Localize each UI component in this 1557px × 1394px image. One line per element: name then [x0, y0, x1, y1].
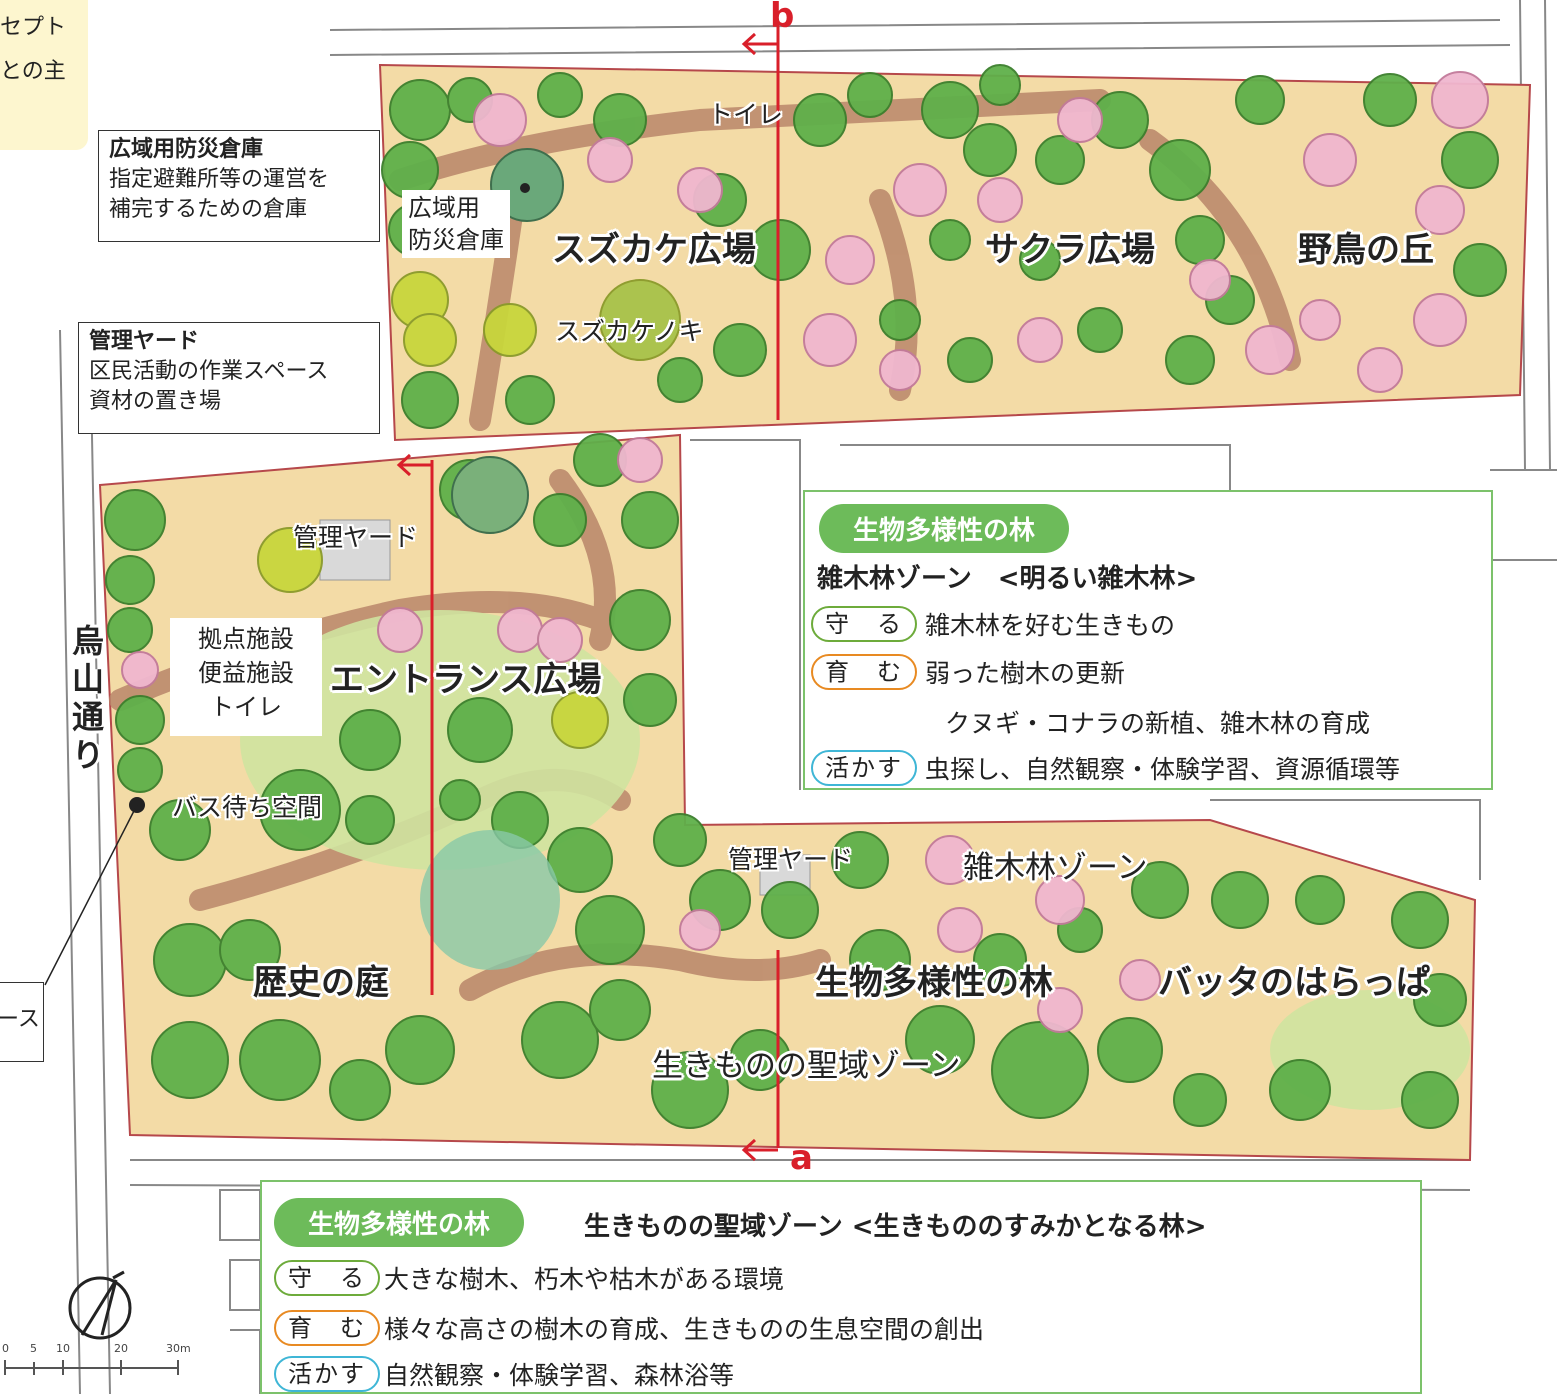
bosai-callout: 広域用防災倉庫 指定避難所等の運営を 補完するための倉庫 [98, 130, 380, 242]
kyoten-label-2: 便益施設 [198, 659, 294, 687]
bosai-callout-line-1: 指定避難所等の運営を [109, 167, 330, 192]
seiiki-zone-label: 生きものの聖域ゾーン [652, 1048, 961, 1084]
kyoten-facility-label: 拠点施設 便益施設 トイレ [170, 618, 322, 736]
concept-note-fragment: セプト との主 [0, 0, 88, 150]
upper-panel-subtitle: 雑木林ゾーン <明るい雑木林> [817, 564, 1198, 594]
cherry-trees [121, 71, 1489, 1033]
suzukake-hiroba-label: スズカケ広場 [552, 230, 756, 270]
upper-panel-row-ikasu: 活かす 虫探し、自然観察・体験学習、資源循環等 [811, 750, 1400, 786]
lower-hagukumu-tag: 育 む [274, 1310, 380, 1346]
road-char-2: 山 [71, 660, 104, 698]
scale-tick-20: 20 [114, 1342, 128, 1355]
upper-panel-row-mamoru: 守 る 雑木林を好む生きもの [811, 606, 1175, 642]
bosai-callout-line-2: 補完するための倉庫 [109, 197, 308, 222]
bus-callout-text: ース [0, 1007, 40, 1032]
lower-panel-row-ikasu: 活かす 自然観察・体験学習、森林浴等 [274, 1356, 734, 1392]
street-lines [59, 0, 1557, 1394]
scale-bar-graphic [4, 1360, 179, 1375]
upper-panel-row-hagukumu-detail: クヌギ・コナラの新植、雑木林の育成 [945, 704, 1370, 740]
concept-note-line-2: との主 [0, 59, 66, 84]
sakura-hiroba-label: サクラ広場 [985, 230, 1155, 270]
lower-panel-subtitle: 生きものの聖域ゾーン <生きもののすみかとなる林> [584, 1212, 1207, 1242]
zokibayashi-info-panel: 生物多様性の林 雑木林ゾーン <明るい雑木林> 守 る 雑木林を好む生きもの 育… [803, 490, 1493, 790]
kanri-callout-title: 管理ヤード [89, 329, 200, 354]
kanri-callout-line-1: 区民活動の作業スペース [89, 359, 329, 384]
kyoten-label-3: トイレ [210, 693, 282, 721]
toilet-label-top: トイレ [708, 100, 784, 129]
scale-tick-30m: 30m [166, 1342, 191, 1355]
mamoru-tag: 守 る [811, 606, 917, 642]
batta-harappa-label: バッタのはらっぱ [1158, 963, 1430, 1003]
kanri-yard-label-1: 管理ヤード [293, 523, 419, 552]
upper-row-2-text: 弱った樹木の更新 [925, 659, 1126, 688]
lower-panel-row-hagukumu: 育 む 様々な高さの樹木の育成、生きものの生息空間の創出 [274, 1310, 984, 1346]
bosai-callout-title: 広域用防災倉庫 [109, 137, 264, 162]
road-char-1: 烏 [71, 622, 104, 660]
upper-panel-row-hagukumu: 育 む 弱った樹木の更新 [811, 654, 1125, 690]
road-char-4: り [71, 736, 104, 774]
section-b-label: b [770, 0, 795, 36]
rekishi-niwa-label: 歴史の庭 [253, 963, 389, 1003]
lower-row-3-text: 自然観察・体験学習、森林浴等 [384, 1361, 735, 1390]
hagukumu-tag: 育 む [811, 654, 917, 690]
kanri-callout-line-2: 資材の置き場 [89, 389, 222, 414]
north-arrow-icon [68, 1270, 132, 1340]
concept-note-line-1: セプト [0, 15, 67, 40]
bosai-storage-label: 広域用 防災倉庫 [402, 190, 510, 258]
bosai-storage-label-1: 広域用 [408, 194, 480, 222]
kyoten-label-1: 拠点施設 [198, 625, 294, 653]
scale-tick-10: 10 [56, 1342, 70, 1355]
lower-mamoru-tag: 守 る [274, 1260, 380, 1296]
seiiki-info-panel: 生物多様性の林 生きものの聖域ゾーン <生きもののすみかとなる林> 守 る 大き… [260, 1180, 1422, 1394]
lower-ikasu-tag: 活かす [274, 1356, 380, 1392]
upper-row-1-text: 雑木林を好む生きもの [925, 611, 1176, 640]
upper-row-3-text: クヌギ・コナラの新植、雑木林の育成 [945, 709, 1371, 738]
suzukakenoki-label: スズカケノキ [555, 317, 704, 346]
bus-waiting-label: バス待ち空間 [172, 793, 323, 822]
bus-leader [44, 797, 145, 986]
seibutsu-tayosei-label: 生物多様性の林 [815, 963, 1053, 1003]
kanri-callout: 管理ヤード 区民活動の作業スペース 資材の置き場 [78, 322, 380, 434]
lower-panel-row-mamoru: 守 る 大きな樹木、朽木や枯木がある環境 [274, 1260, 784, 1296]
karasuyama-dori-label: 烏 山 通 り [68, 622, 108, 774]
lower-row-1-text: 大きな樹木、朽木や枯木がある環境 [384, 1265, 785, 1294]
upper-row-4-text: 虫探し、自然観察・体験学習、資源循環等 [925, 755, 1401, 784]
lower-row-2-text: 様々な高さの樹木の育成、生きものの生息空間の創出 [384, 1315, 985, 1344]
section-lines [396, 22, 780, 1162]
kanri-yard-label-2: 管理ヤード [728, 845, 854, 874]
bus-callout-fragment: ース [0, 982, 44, 1062]
zokibayashi-zone-label: 雑木林ゾーン [963, 850, 1148, 886]
ikasu-tag: 活かす [811, 750, 917, 786]
scale-tick-5: 5 [30, 1342, 37, 1355]
scale-tick-0: 0 [2, 1342, 9, 1355]
yacho-oka-label: 野鳥の丘 [1298, 230, 1434, 270]
road-char-3: 通 [71, 698, 104, 736]
section-a-label: a [790, 1138, 813, 1178]
lower-panel-pill: 生物多様性の林 [274, 1198, 525, 1247]
upper-panel-pill: 生物多様性の林 [819, 504, 1070, 553]
yellow-trees [257, 271, 681, 749]
bosai-storage-label-2: 防災倉庫 [408, 226, 504, 254]
entrance-hiroba-label: エントランス広場 [330, 660, 602, 700]
